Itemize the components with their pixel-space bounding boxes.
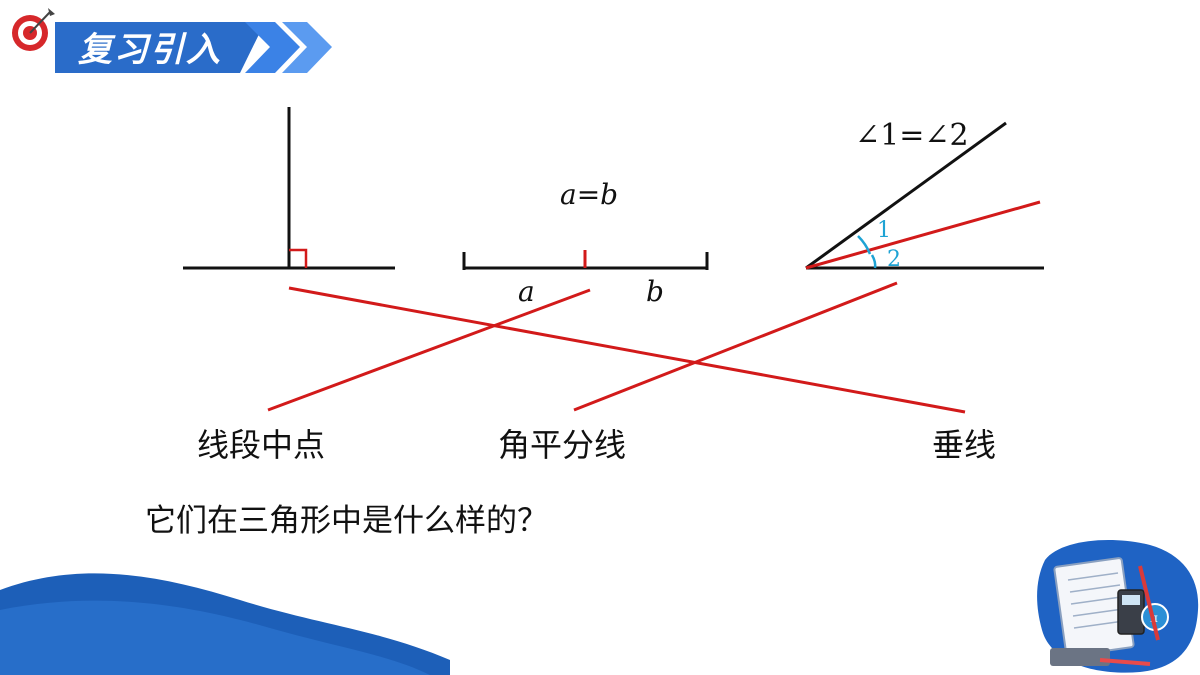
right-angle-mark — [289, 248, 308, 268]
wave-decoration — [0, 573, 450, 675]
dartboard-icon — [12, 8, 55, 51]
banner-bar — [55, 22, 265, 73]
header-banner — [55, 22, 332, 73]
match-line-midpoint — [267, 288, 591, 412]
angle-label-2: 2 — [887, 247, 901, 272]
perpendicular-figure — [183, 107, 395, 270]
math-notebook-calculator-icon: π — [1037, 540, 1199, 673]
review-question: 它们在三角形中是什么样的？ — [145, 503, 548, 539]
match-line-bisector — [573, 281, 898, 412]
angle-equality-formula: ∠1=∠2 — [855, 118, 969, 153]
angle-2-arc — [870, 254, 877, 269]
angle-label-1: 1 — [877, 218, 891, 243]
segment-label-a: a — [518, 275, 535, 308]
segment-label-b: b — [646, 275, 664, 308]
banner-chevron-1 — [245, 22, 300, 73]
matching-lines — [267, 281, 966, 414]
angle-figure — [805, 121, 1044, 270]
angle-1-arc — [857, 235, 872, 255]
angle-bisector — [805, 200, 1041, 270]
banner-chevron-2 — [282, 22, 332, 73]
section-title: 复习引入 — [78, 30, 222, 70]
concept-angle-bisector: 角平分线 — [498, 426, 627, 464]
concept-midpoint: 线段中点 — [197, 426, 326, 464]
equal-segments-formula: a=b — [560, 178, 619, 211]
concept-perpendicular: 垂线 — [932, 426, 997, 464]
match-line-perpendicular — [288, 286, 966, 414]
